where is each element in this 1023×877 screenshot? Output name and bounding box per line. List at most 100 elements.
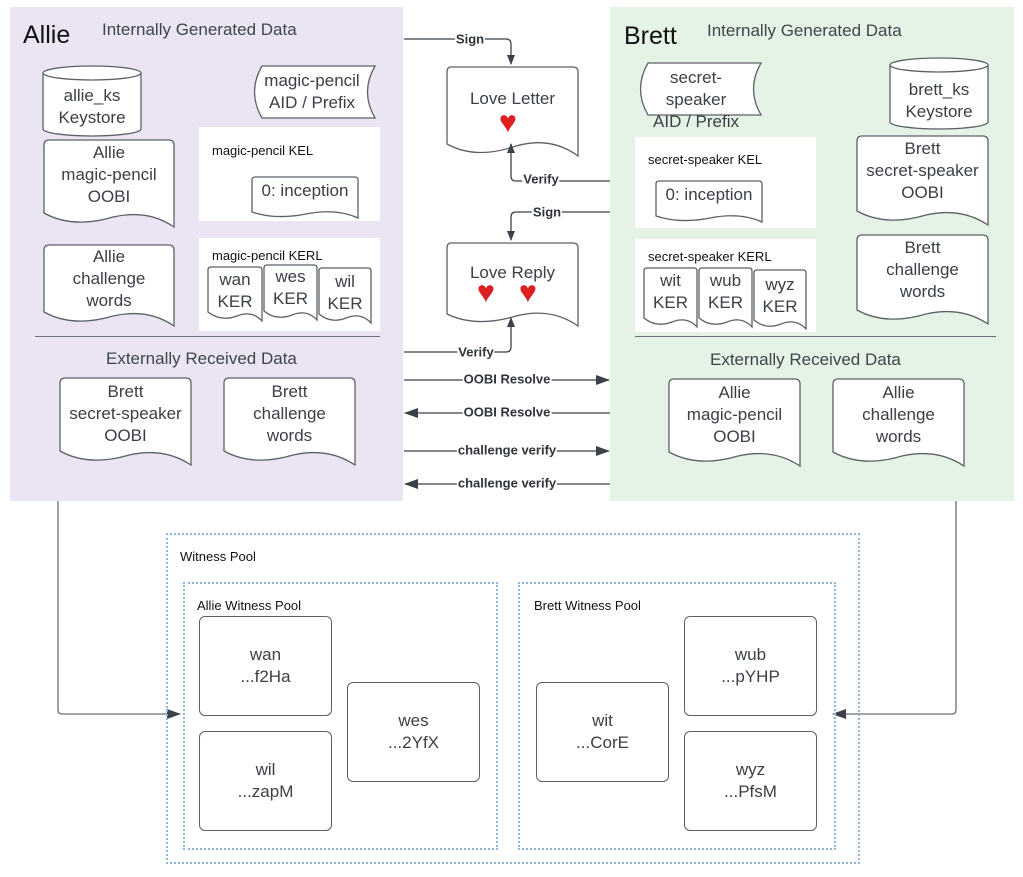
witness-wes[interactable]: wes...2YfX — [347, 682, 480, 782]
allie-kerl-item[interactable]: wes KER — [263, 264, 318, 322]
allie-panel: Allie Internally Generated Data allie_ks… — [10, 7, 403, 501]
oobi-resolve-label: OOBI Resolve — [462, 404, 552, 420]
witness-wit[interactable]: wit...CorE — [536, 682, 669, 782]
brett-kel-event: 0: inception — [665, 185, 753, 204]
allie-external-challenge-label: Brett challenge words — [253, 382, 326, 445]
allie-kerl-title: magic-pencil KERL — [212, 248, 323, 263]
brett-external-oobi[interactable]: Allie magic-pencil OOBI — [668, 378, 801, 468]
brett-divider — [635, 336, 996, 337]
verify-label: Verify — [522, 171, 560, 187]
witness-wil[interactable]: wil...zapM — [199, 731, 332, 831]
brett-kerl-item[interactable]: wyz KER — [753, 269, 807, 331]
sign-edge — [507, 211, 610, 241]
brett-kel-inception[interactable]: 0: inception — [655, 180, 763, 224]
brett-witness-pool-title: Brett Witness Pool — [534, 598, 641, 613]
heart-icon: ♥ — [519, 276, 537, 309]
allie-kel-box: magic-pencil KEL 0: inception — [199, 127, 380, 221]
love-reply[interactable]: Love Reply ♥ ♥ — [446, 242, 579, 330]
allie-external-oobi-label: Brett secret-speaker OOBI — [69, 382, 182, 445]
brett-kerl-item[interactable]: wit KER — [643, 267, 698, 329]
document-icon — [43, 139, 175, 229]
document-icon — [856, 135, 989, 227]
challenge-verify-label: challenge verify — [456, 475, 558, 491]
brett-panel: Brett Internally Generated Data secret-s… — [610, 7, 1014, 501]
brett-witness-pool: Brett Witness Pool — [518, 582, 836, 850]
brett-challenge-doc[interactable]: Brett challenge words — [856, 234, 989, 326]
love-letter[interactable]: Love Letter ♥ — [446, 66, 579, 161]
allie-kel-event: 0: inception — [261, 181, 349, 200]
sign-label: Sign — [454, 31, 486, 47]
document-icon — [655, 180, 763, 224]
document-icon — [223, 377, 356, 467]
document-icon — [263, 264, 318, 322]
document-icon — [446, 242, 579, 328]
allie-kerl-item[interactable]: wan KER — [207, 266, 263, 323]
verify-edge — [404, 317, 515, 353]
heart-icon: ♥ — [499, 106, 517, 139]
allie-kerl-box: magic-pencil KERL wan KER wes KER wil KE… — [199, 238, 380, 331]
stored-data-icon — [639, 62, 763, 116]
verify-edge — [507, 143, 610, 182]
witness-wub[interactable]: wub...pYHP — [684, 616, 817, 716]
allie-kel-title: magic-pencil KEL — [212, 143, 314, 158]
allie-witness-pool: Allie Witness Pool — [183, 582, 498, 850]
brett-kerl-title: secret-speaker KERL — [648, 249, 772, 264]
witness-pool: Witness Pool — [166, 533, 860, 864]
allie-oobi-doc[interactable]: Allie magic-pencil OOBI — [43, 139, 175, 229]
challenge-verify-label: challenge verify — [456, 442, 558, 458]
allie-divider — [35, 336, 380, 337]
witness-wan[interactable]: wan...f2Ha — [199, 616, 332, 716]
document-icon — [59, 377, 192, 467]
brett-kerl-item[interactable]: wub KER — [698, 267, 753, 329]
allie-witness-pool-title: Allie Witness Pool — [197, 598, 302, 613]
brett-oobi-label: Brett secret-speaker OOBI — [866, 139, 979, 202]
allie-external-oobi[interactable]: Brett secret-speaker OOBI — [59, 377, 192, 467]
brett-kel-box: secret-speaker KEL 0: inception — [635, 137, 816, 228]
document-icon — [856, 234, 989, 326]
allie-challenge-doc[interactable]: Allie challenge words — [43, 244, 175, 328]
sign-edge — [404, 38, 515, 65]
document-icon — [753, 269, 807, 331]
document-icon — [832, 378, 965, 468]
love-letter-label: Love Letter — [469, 89, 556, 108]
document-icon — [318, 267, 372, 325]
brett-challenge-label: Brett challenge words — [886, 238, 959, 301]
brett-internal-title: Internally Generated Data — [707, 21, 902, 40]
document-icon — [643, 267, 698, 329]
witness-wyz[interactable]: wyz...PfsM — [684, 731, 817, 831]
brett-kerl-box: secret-speaker KERL wit KER wub KER wyz … — [635, 239, 816, 332]
allie-challenge-label: Allie challenge words — [72, 247, 146, 310]
brett-external-challenge-label: Allie challenge words — [862, 383, 935, 446]
allie-kerl-item[interactable]: wil KER — [318, 267, 372, 325]
brett-name: Brett — [624, 22, 677, 50]
brett-witness-edge — [832, 501, 957, 719]
document-icon — [698, 267, 753, 329]
document-icon — [207, 266, 263, 323]
allie-witness-edge — [57, 501, 181, 719]
allie-external-challenge[interactable]: Brett challenge words — [223, 377, 356, 467]
brett-external-oobi-label: Allie magic-pencil OOBI — [686, 383, 783, 446]
heart-icon: ♥ — [477, 276, 495, 309]
verify-label: Verify — [457, 344, 495, 360]
database-icon — [889, 57, 989, 130]
brett-external-challenge[interactable]: Allie challenge words — [832, 378, 965, 468]
stored-data-icon — [253, 65, 377, 119]
document-icon — [43, 244, 175, 328]
document-icon — [446, 66, 579, 158]
database-icon — [42, 65, 142, 137]
allie-kel-inception[interactable]: 0: inception — [251, 176, 359, 220]
document-icon — [668, 378, 801, 468]
document-icon — [251, 176, 359, 220]
allie-oobi-label: Allie magic-pencil OOBI — [61, 143, 157, 206]
brett-oobi-doc[interactable]: Brett secret-speaker OOBI — [856, 135, 989, 227]
brett-external-title: Externally Received Data — [710, 350, 901, 369]
witness-pool-title: Witness Pool — [180, 549, 256, 564]
allie-external-title: Externally Received Data — [106, 349, 297, 368]
